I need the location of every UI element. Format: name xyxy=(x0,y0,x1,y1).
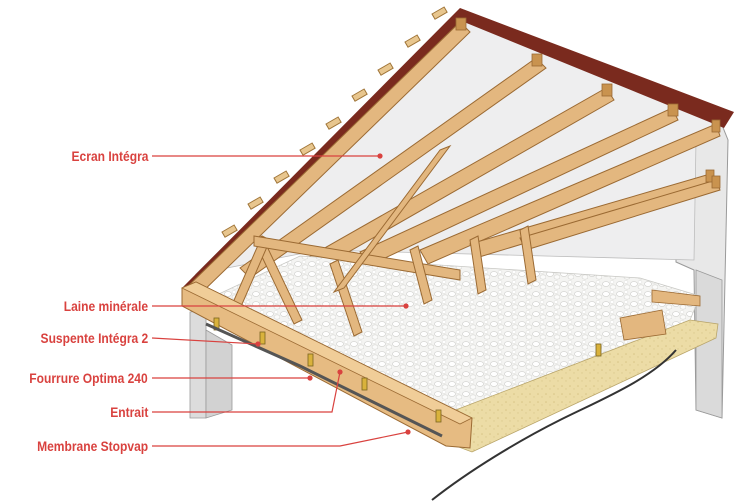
support-wall xyxy=(189,309,233,419)
label-membrane-stopvap: Membrane Stopvap xyxy=(36,438,148,454)
label-fourrure-optima: Fourrure Optima 240 xyxy=(29,370,148,386)
label-ecran-integra: Ecran Intégra xyxy=(71,148,148,164)
hangers xyxy=(213,317,602,423)
spacer-blocks xyxy=(619,289,701,341)
label-laine-minerale: Laine minérale xyxy=(63,298,148,314)
label-suspente-integra: Suspente Intégra 2 xyxy=(40,330,148,346)
label-entrait: Entrait xyxy=(109,404,148,420)
membrane-cable xyxy=(431,349,677,501)
furring-channel xyxy=(205,322,443,438)
roof-battens xyxy=(221,6,448,238)
rafter-ends xyxy=(455,17,721,189)
leader-lines xyxy=(151,153,411,447)
truss-webs xyxy=(227,144,537,337)
rafters xyxy=(183,21,721,301)
